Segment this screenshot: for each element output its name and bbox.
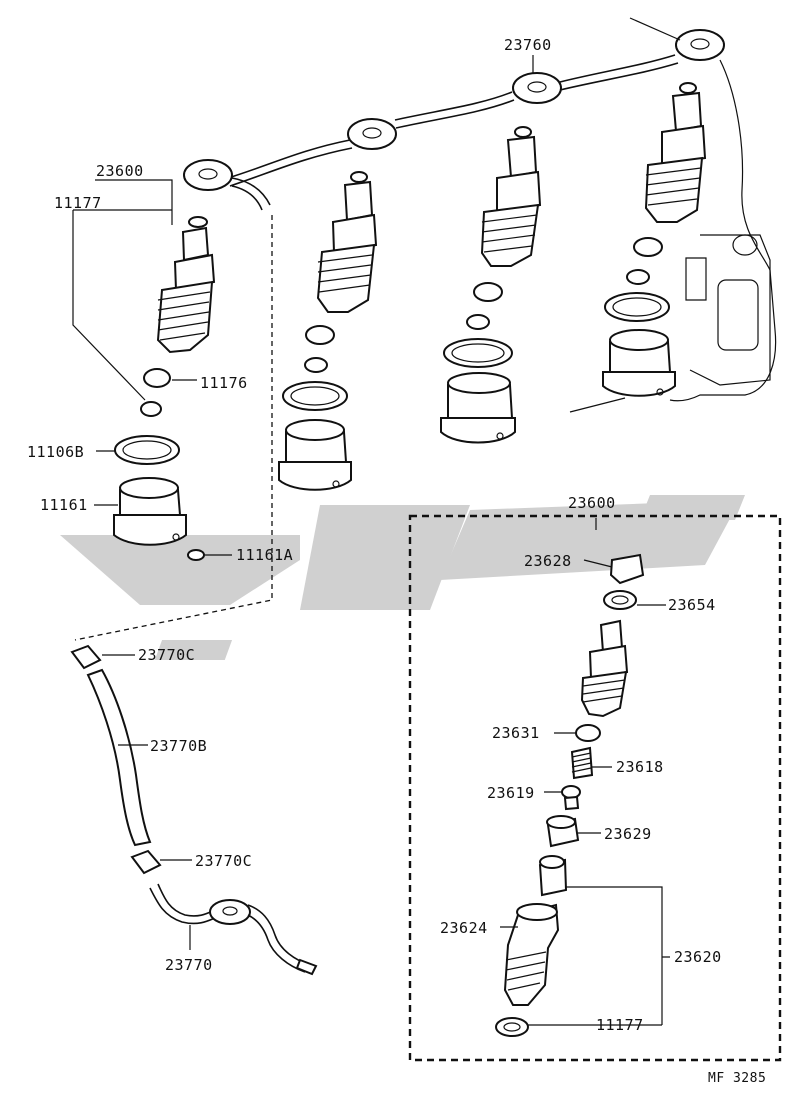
label-23631: 23631 [492, 724, 540, 742]
label-23618: 23618 [616, 758, 664, 776]
injector-assembly-2 [278, 171, 378, 491]
label-11106B: 11106B [27, 443, 84, 461]
label-23629: 23629 [604, 825, 652, 843]
exploded-injector-parts [495, 553, 645, 1037]
label-23770C-bottom: 23770C [195, 852, 252, 870]
label-23770: 23770 [165, 956, 213, 974]
injector-assembly-4 [602, 82, 707, 397]
label-23654: 23654 [668, 596, 716, 614]
label-23770C-top: 23770C [138, 646, 195, 664]
injector-assembly-3 [440, 126, 542, 444]
label-23620: 23620 [674, 948, 722, 966]
label-11177-top: 11177 [54, 194, 102, 212]
watermark-logo [60, 495, 745, 660]
diagram-code: MF 3285 [708, 1071, 766, 1086]
label-11177-box: 11177 [596, 1016, 644, 1034]
fuel-return-pipe-23760 [183, 17, 725, 211]
cylinder-head-outline [569, 59, 777, 413]
label-23628: 23628 [524, 552, 572, 570]
label-11161A: 11161A [236, 546, 293, 564]
label-11176: 11176 [200, 374, 248, 392]
exploded-injector-box [408, 514, 782, 1062]
connection-dashed-line [74, 215, 273, 641]
label-23600-top: 23600 [96, 162, 144, 180]
label-23770B: 23770B [150, 737, 207, 755]
return-hose-group [70, 644, 318, 976]
label-23760: 23760 [504, 36, 552, 54]
label-23600-box: 23600 [568, 494, 616, 512]
injector-assembly-1 [113, 216, 216, 561]
label-11161: 11161 [40, 496, 88, 514]
label-23619: 23619 [487, 784, 535, 802]
label-23624: 23624 [440, 919, 488, 937]
leader-lines [72, 55, 670, 1026]
